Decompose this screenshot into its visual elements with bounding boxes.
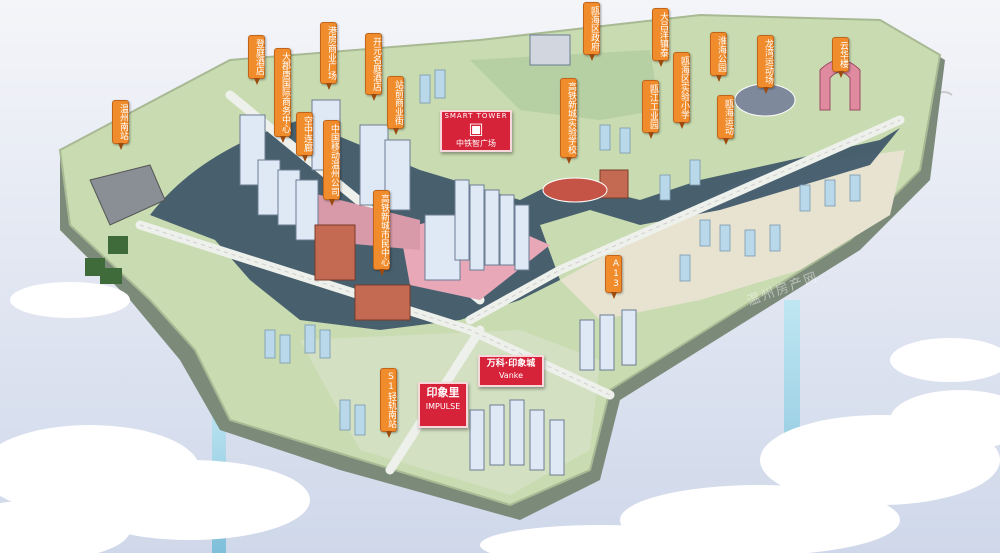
pin-metro-s1[interactable]: S1轻轨南站: [380, 368, 397, 438]
pin-station-front-street[interactable]: 站前商业街: [387, 76, 404, 135]
billboard-impulse[interactable]: 印象里 IMPULSE: [418, 382, 468, 428]
billboard-logo-icon: ▣: [468, 119, 484, 138]
pin-konghong-tower[interactable]: 空中连廊: [296, 112, 313, 162]
pin-ouhai-meteorology[interactable]: 瓯海区实验小学: [673, 52, 690, 129]
pin-ouhai-industrial-park[interactable]: 瓯江工业园: [642, 80, 659, 139]
pin-highway-a13[interactable]: A13: [605, 255, 622, 299]
pin-daxiang-road[interactable]: 大吕洋镇泰: [652, 8, 669, 67]
billboard-logo: 印象里: [426, 386, 460, 399]
south-station-building: [89, 164, 166, 226]
pin-yunhua-residence[interactable]: 云华楼: [832, 37, 849, 78]
pin-gangfang-square[interactable]: 港房商业广场: [320, 22, 337, 90]
pin-hsr-experimental-school[interactable]: 高铁新城实验学校: [560, 78, 577, 164]
pin-datang-international[interactable]: 大郡唐国际商务中心: [274, 48, 291, 143]
school-track: [542, 177, 608, 203]
pin-longwan-field[interactable]: 龙湾运动场: [757, 35, 774, 94]
pin-cmcc-wenzhou[interactable]: 中国移动温州公司: [323, 120, 340, 206]
pin-dengting-hotel[interactable]: 登庭酒店: [248, 35, 265, 85]
billboard-vanke[interactable]: 万科·印象城 Vanke: [478, 355, 544, 387]
pin-ouhai-zoo[interactable]: 瓯海运动: [717, 95, 734, 145]
billboard-logo: 万科·印象城: [486, 359, 536, 369]
pin-ouhai-government[interactable]: 瓯海区政府: [583, 2, 600, 61]
billboard-smart-tower[interactable]: SMART TOWER ▣ 中铁智广场: [440, 110, 512, 152]
billboard-subtitle: Vanke: [498, 371, 524, 380]
pin-kaiyuan-hotel[interactable]: 开元名庭酒店: [365, 33, 382, 101]
landmark-arch: [819, 59, 861, 111]
billboard-subtitle: IMPULSE: [425, 402, 461, 411]
pin-wenzhou-south-station[interactable]: 温州南站: [112, 100, 129, 150]
pin-hsr-citizen-center[interactable]: 高铁新城市民中心: [373, 190, 390, 276]
billboard-subtitle: 中铁智广场: [456, 139, 496, 148]
clouds: [0, 282, 1000, 553]
pin-huaihai-park[interactable]: 淮海公园: [710, 32, 727, 82]
billboard-title: SMART TOWER: [444, 112, 508, 120]
